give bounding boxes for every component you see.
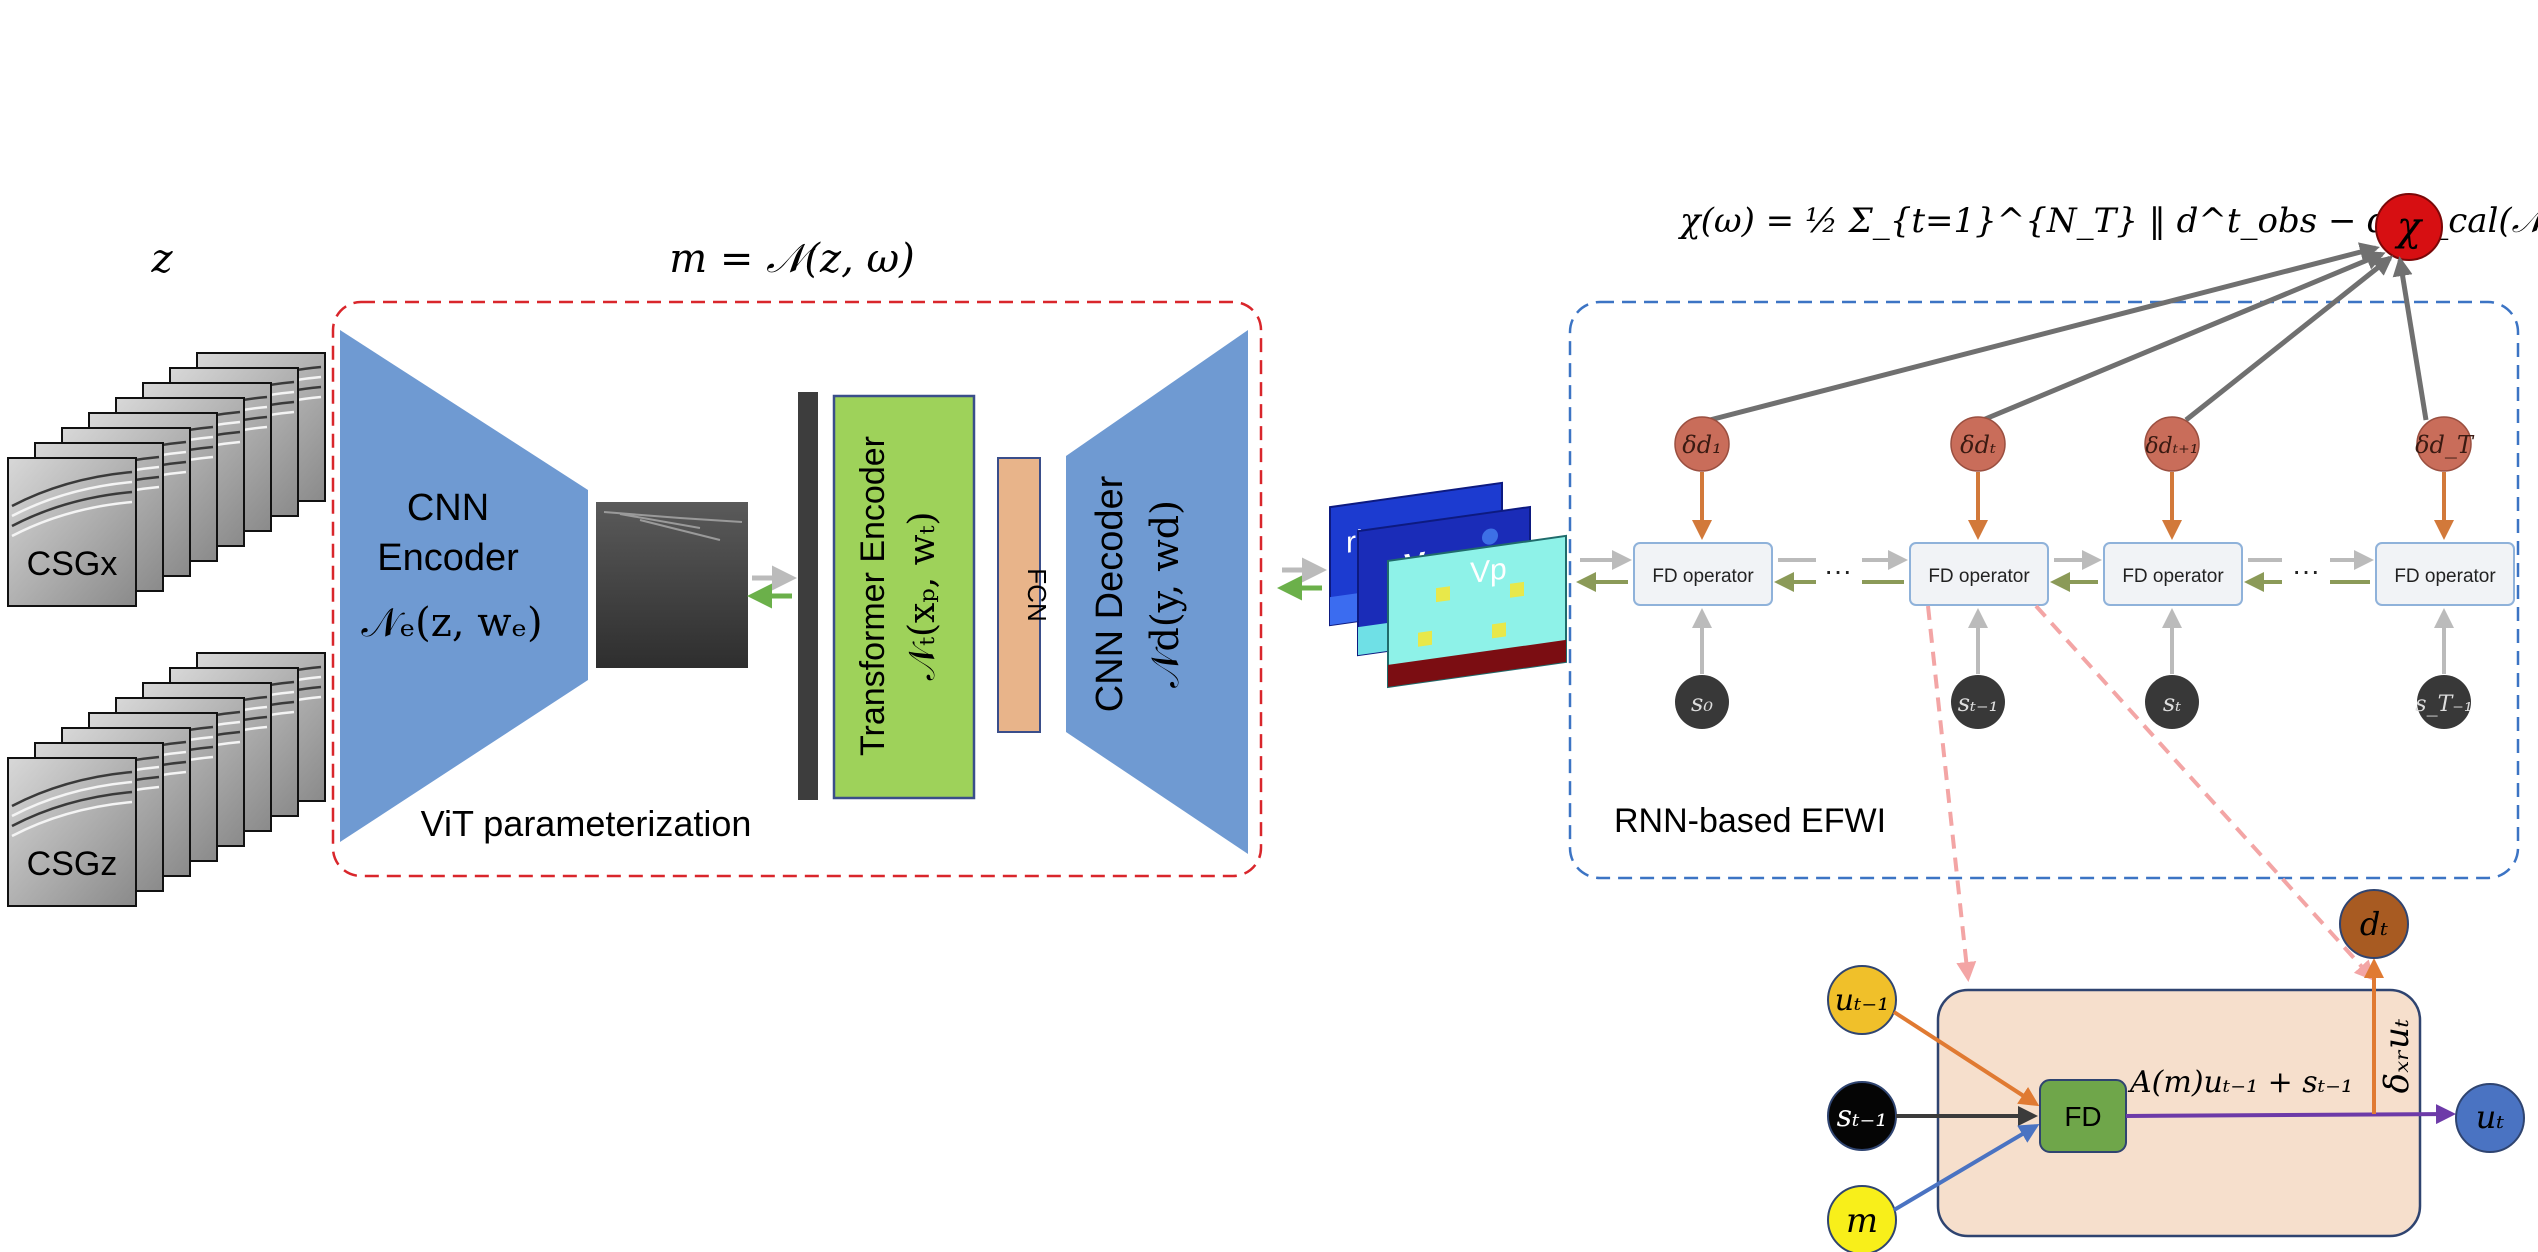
z-label: z — [150, 236, 173, 282]
encoder-formula: 𝒩ₑ(z, wₑ) — [361, 600, 542, 646]
fd-operator-label-2: FD operator — [1928, 566, 2030, 587]
u-prev-label: uₜ₋₁ — [1835, 983, 1890, 1018]
u-next-node — [2455, 1083, 2525, 1153]
csgx-panel-1 — [7, 457, 137, 607]
transformer-label: Transformer Encoder — [854, 436, 892, 756]
residual-node-1 — [1674, 416, 1730, 472]
zoom-line-right — [2034, 604, 2375, 981]
latent-feature-map — [596, 502, 748, 668]
csgz-label: CSGz — [27, 845, 118, 883]
shot-gather-stack-z: CSGz — [7, 652, 326, 907]
u-prev-node — [1827, 965, 1897, 1035]
encoder-label-1: CNN — [407, 487, 489, 529]
csgz-panel-1 — [7, 757, 137, 907]
ellipsis-1: ··· — [1824, 555, 1852, 586]
s-prev-label: sₜ₋₁ — [1837, 1099, 1888, 1134]
cnn-decoder — [1066, 330, 1248, 854]
shot-gather-stack-x: CSGx — [7, 352, 326, 607]
vit-caption: ViT parameterization — [421, 803, 752, 844]
fd-operator-2 — [1909, 542, 2049, 606]
fd-operator-label-4: FD operator — [2394, 566, 2496, 587]
fd-operator-label-3: FD operator — [2122, 566, 2224, 587]
fd-operator-3 — [2103, 542, 2243, 606]
ellipsis-2: ··· — [2292, 555, 2320, 586]
zoom-line-left — [1926, 605, 1977, 982]
extract-formula: δₓᵣuₜ — [2377, 1018, 2417, 1093]
m-node — [1827, 1185, 1897, 1252]
source-node-4 — [2417, 675, 2471, 729]
residual-label-2: δdₜ — [1960, 431, 1996, 459]
u-next-label: uₜ — [2476, 1098, 2505, 1136]
loss-link-1 — [1701, 242, 2380, 425]
fcn-layer — [997, 457, 1041, 733]
loss-link-2 — [1977, 250, 2386, 425]
cnn-encoder — [340, 330, 588, 842]
transformer-formula: 𝒩ₜ(xₚ, wₜ) — [902, 512, 943, 681]
decoder-formula: 𝒩d(y, wd) — [1143, 500, 1187, 688]
m-arrow — [1892, 1123, 2040, 1212]
m-label: m — [1846, 1201, 1878, 1241]
vp-anomaly-3 — [1418, 630, 1432, 647]
patch-tokens — [798, 392, 818, 800]
vp-anomaly-2 — [1510, 581, 1524, 598]
encoder-label-2: Encoder — [377, 537, 519, 579]
residual-node-2 — [1950, 416, 2006, 472]
source-label-1: s₀ — [1691, 689, 1713, 717]
source-label-4: s_T₋₁ — [2415, 692, 2472, 717]
decoder-label: CNN Decoder — [1089, 475, 1131, 712]
loss-node-label: χ — [2394, 204, 2424, 250]
fd-cell-label: FD — [2064, 1101, 2101, 1132]
vit-equation: m = 𝒩(z, ω) — [669, 236, 915, 282]
residual-label-3: δdₜ₊₁ — [2145, 434, 2198, 459]
source-node-1 — [1675, 675, 1729, 729]
u-next-arrow — [2125, 1104, 2456, 1125]
vs-anomaly — [1482, 528, 1498, 545]
fd-operator-1 — [1633, 542, 1773, 606]
update-formula: A(m)uₜ₋₁ + sₜ₋₁ — [2127, 1065, 2353, 1100]
csgx-label: CSGx — [27, 545, 118, 583]
vp-anomaly-1 — [1436, 586, 1450, 603]
vp-anomaly-4 — [1492, 622, 1506, 639]
transformer-encoder — [832, 394, 976, 800]
residual-node-4 — [2416, 416, 2472, 472]
source-node-3 — [2145, 675, 2199, 729]
rnn-caption: RNN-based EFWI — [1614, 802, 1886, 840]
latent-texture — [603, 511, 743, 541]
fd-operator-label-1: FD operator — [1652, 566, 1754, 587]
loss-link-3 — [2184, 255, 2394, 422]
vit-boundary — [331, 300, 1263, 878]
fcn-label: FCN — [1022, 568, 1052, 621]
source-label-2: sₜ₋₁ — [1958, 689, 1999, 717]
fd-operator-4 — [2375, 542, 2515, 606]
residual-label-4: δd_T — [2415, 431, 2475, 459]
vp-layer — [1388, 639, 1566, 687]
loss-link-4 — [2392, 256, 2429, 421]
u-prev-arrow — [1892, 1010, 2040, 1107]
d-label: dₜ — [2360, 905, 2388, 943]
rnn-boundary — [1568, 300, 2520, 880]
source-node-2 — [1951, 675, 2005, 729]
elastic-models: rho Vs Vp — [1329, 481, 1567, 689]
residual-label-1: δd₁ — [1682, 431, 1721, 459]
vp-label: Vp — [1470, 552, 1507, 590]
residual-node-3 — [2144, 416, 2200, 472]
source-label-3: sₜ — [2163, 689, 2181, 717]
d-node — [2339, 889, 2409, 959]
